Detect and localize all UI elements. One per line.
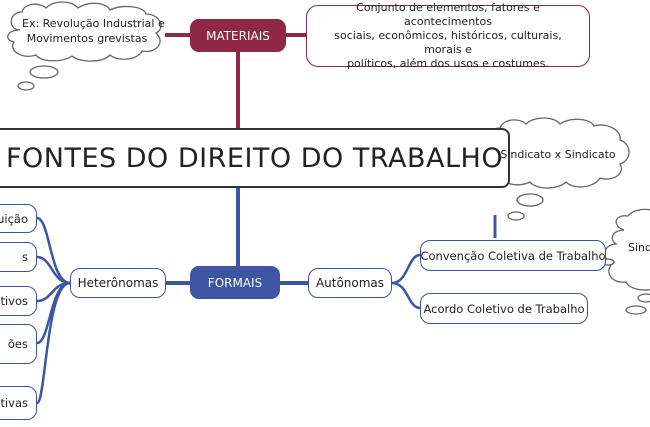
autonomas-node: Autônomas (308, 268, 392, 298)
cloud-sind-icon (601, 208, 650, 315)
heteronomas-item: tivas (0, 386, 37, 420)
heteronomas-item: s (0, 242, 37, 272)
heteronomas-branches (35, 216, 71, 405)
heteronomas-item: uição (0, 204, 37, 233)
heteronomas-item: ativos (0, 286, 37, 316)
materiais-node: MATERIAIS (190, 19, 286, 52)
cloud-sind-text: Sind (628, 241, 650, 254)
autonomas-branches (391, 253, 421, 310)
cloud-sindicato-text: Sindicato x Sindicato (500, 148, 616, 161)
cloud-example-icon (7, 1, 162, 91)
materiais-description: Conjunto de elementos, fatores e acontec… (306, 1, 590, 70)
heteronomas-node: Heterônomas (70, 268, 166, 298)
page-title: FONTES DO DIREITO DO TRABALHO (0, 128, 510, 188)
formais-node: FORMAIS (190, 266, 280, 299)
materiais-example-text: Ex: Revolução Industrial e Movimentos gr… (22, 17, 165, 45)
heteronomas-item: ões (0, 324, 37, 364)
acordo-node: Acordo Coletivo de Trabalho (420, 293, 588, 324)
convencao-node: Convenção Coletiva de Trabalho (420, 240, 606, 271)
